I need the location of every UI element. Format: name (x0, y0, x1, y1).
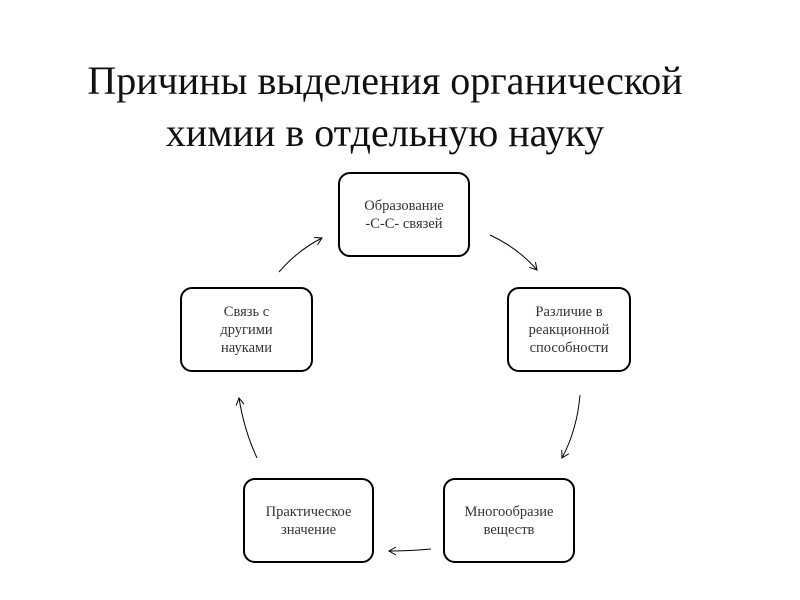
arrow-2-to-3 (561, 394, 581, 459)
node-text: науками (221, 339, 272, 356)
node-text: Многообразие (464, 503, 554, 520)
node-cc-bonds: Образование-С-С- связей (338, 172, 470, 257)
slide-title: Причины выделения органической химии в о… (0, 55, 770, 159)
node-text: -С-С- связей (365, 215, 443, 232)
node-text: веществ (483, 521, 535, 538)
arrow-4-to-5 (235, 397, 258, 459)
arrow-3-to-4 (387, 546, 432, 556)
node-text: Связь с (223, 303, 270, 320)
arrow-1-to-2 (489, 234, 538, 271)
arrow-5-to-1 (278, 237, 323, 273)
node-text: Практическое (265, 503, 352, 520)
node-text: реакционной (528, 321, 610, 338)
node-text: Образование (364, 197, 444, 214)
node-text: Различие в (535, 303, 603, 320)
title-line-2: химии в отдельную науку (165, 110, 605, 155)
node-text: значение (280, 521, 337, 538)
node-text: способности (529, 339, 609, 356)
title-line-1: Причины выделения органической (87, 58, 683, 103)
node-text: другими (220, 321, 273, 338)
